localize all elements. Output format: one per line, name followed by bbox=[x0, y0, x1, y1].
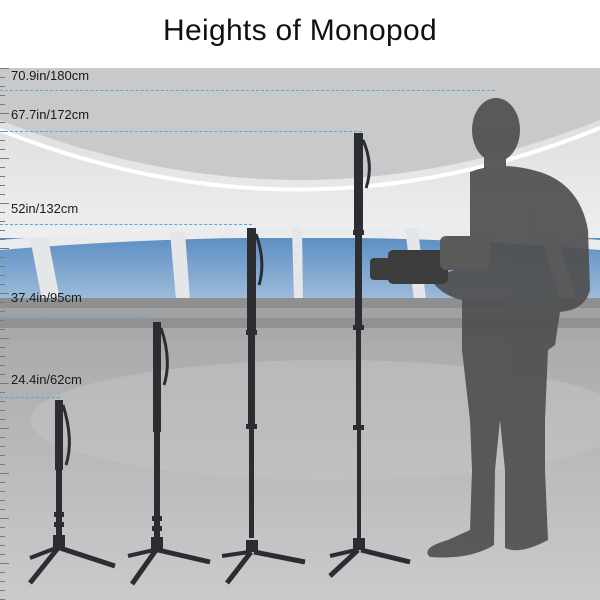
ruler-tick bbox=[0, 590, 5, 591]
monopod-icon bbox=[328, 133, 411, 578]
height-label: 24.4in/62cm bbox=[11, 372, 82, 387]
ruler-tick bbox=[0, 230, 5, 231]
ruler-tick bbox=[0, 329, 5, 330]
ruler-tick bbox=[0, 509, 5, 510]
ruler-tick bbox=[0, 428, 9, 429]
ruler-tick bbox=[0, 419, 5, 420]
ruler-tick bbox=[0, 122, 5, 123]
ruler-tick bbox=[0, 365, 5, 366]
page-title: Heights of Monopod bbox=[163, 14, 437, 47]
ruler-tick bbox=[0, 383, 9, 384]
ruler-tick bbox=[0, 392, 5, 393]
ruler-tick bbox=[0, 176, 5, 177]
monopod-icon bbox=[221, 228, 306, 585]
ruler-tick bbox=[0, 563, 9, 564]
ruler-tick bbox=[0, 185, 5, 186]
ruler-tick bbox=[0, 410, 5, 411]
ruler-tick bbox=[0, 491, 5, 492]
ruler-tick bbox=[0, 140, 5, 141]
ruler-tick bbox=[0, 248, 9, 249]
height-guide-line bbox=[0, 224, 252, 225]
ruler-tick bbox=[0, 77, 5, 78]
ruler-tick bbox=[0, 374, 5, 375]
ruler-tick bbox=[0, 158, 9, 159]
ruler-tick bbox=[0, 266, 5, 267]
ruler-tick bbox=[0, 338, 9, 339]
ruler-tick bbox=[0, 284, 5, 285]
height-label: 52in/132cm bbox=[11, 201, 79, 216]
ruler-tick bbox=[0, 302, 5, 303]
ruler-tick bbox=[0, 518, 9, 519]
height-guide-line bbox=[0, 90, 495, 91]
ruler-tick bbox=[0, 500, 5, 501]
ruler-tick bbox=[0, 545, 5, 546]
ruler-tick bbox=[0, 320, 5, 321]
ruler-tick bbox=[0, 554, 5, 555]
height-label: 67.7in/172cm bbox=[11, 107, 90, 122]
ruler-tick bbox=[0, 167, 5, 168]
monopod-icon bbox=[127, 322, 211, 586]
ruler-tick bbox=[0, 257, 5, 258]
ruler-tick bbox=[0, 293, 9, 294]
ruler-tick bbox=[0, 437, 5, 438]
ruler-tick bbox=[0, 104, 5, 105]
height-guide-line bbox=[0, 316, 154, 317]
camera-icon bbox=[370, 236, 490, 284]
person-silhouette-icon bbox=[427, 98, 590, 558]
title-bar: Heights of Monopod bbox=[0, 0, 600, 68]
ruler-tick bbox=[0, 536, 5, 537]
monopod-icon bbox=[28, 400, 116, 585]
ruler-tick bbox=[0, 581, 5, 582]
ruler-tick bbox=[0, 221, 5, 222]
ruler-tick bbox=[0, 446, 5, 447]
ruler-tick bbox=[0, 149, 5, 150]
ruler-tick bbox=[0, 401, 5, 402]
ruler-tick bbox=[0, 527, 5, 528]
ruler-tick bbox=[0, 473, 9, 474]
ruler-tick bbox=[0, 572, 5, 573]
ruler-tick bbox=[0, 455, 5, 456]
ruler-tick bbox=[0, 347, 5, 348]
ruler-tick bbox=[0, 464, 5, 465]
ruler-tick bbox=[0, 113, 9, 114]
ruler-tick bbox=[0, 95, 5, 96]
ruler-tick bbox=[0, 68, 9, 69]
ruler-tick bbox=[0, 194, 5, 195]
ruler-tick bbox=[0, 356, 5, 357]
ruler-tick bbox=[0, 86, 5, 87]
ruler-tick bbox=[0, 482, 5, 483]
height-guide-line bbox=[0, 131, 362, 132]
height-label: 37.4in/95cm bbox=[11, 290, 82, 305]
height-label: 70.9in/180cm bbox=[11, 68, 90, 83]
ruler-tick bbox=[0, 275, 5, 276]
background-scene bbox=[0, 68, 600, 600]
ruler-tick bbox=[0, 311, 5, 312]
ruler-tick bbox=[0, 212, 5, 213]
height-ruler bbox=[0, 68, 10, 600]
ruler-tick bbox=[0, 203, 9, 204]
ruler-tick bbox=[0, 239, 5, 240]
height-guide-line bbox=[0, 397, 60, 398]
